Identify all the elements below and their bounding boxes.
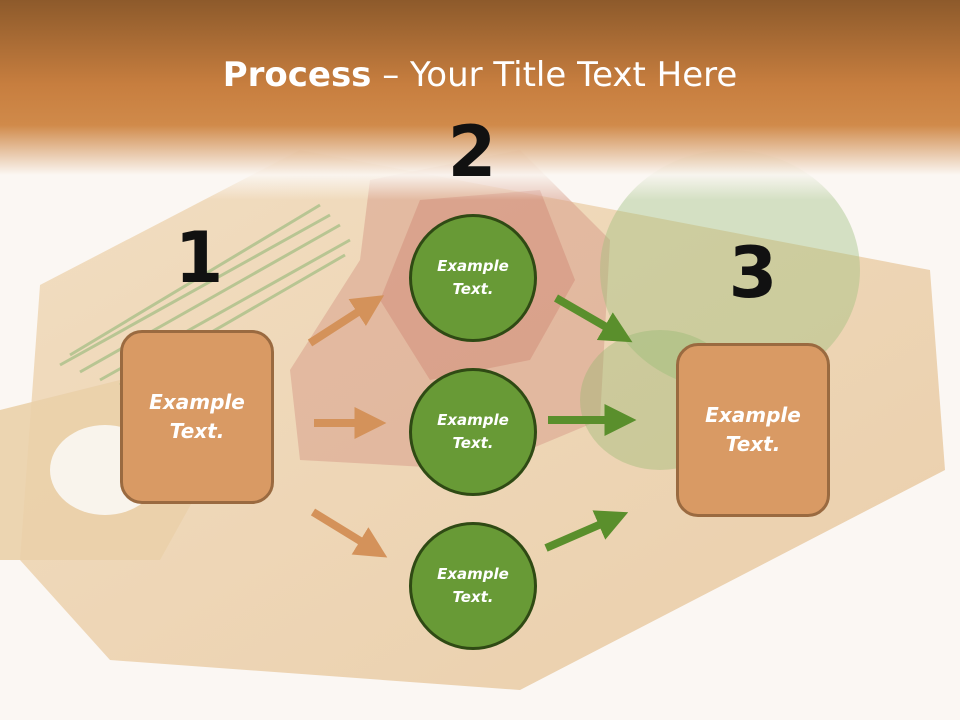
- circle-middle: Example Text.: [409, 368, 537, 496]
- left-box-line2: Text.: [169, 419, 225, 443]
- slide-title: Process – Your Title Text Here: [0, 53, 960, 97]
- step-number-2: 2: [447, 111, 497, 193]
- step-number-3: 3: [728, 232, 778, 314]
- circle-top-line2: Text.: [452, 280, 494, 298]
- circle-bottom-line1: Example: [437, 565, 509, 583]
- circle-bottom: Example Text.: [409, 522, 537, 650]
- circle-middle-line1: Example: [437, 411, 509, 429]
- left-box-line1: Example: [149, 390, 245, 414]
- circle-top-line1: Example: [437, 257, 509, 275]
- circle-middle-line2: Text.: [452, 434, 494, 452]
- step-number-1: 1: [174, 217, 224, 299]
- title-rest: – Your Title Text Here: [371, 55, 738, 95]
- circle-top: Example Text.: [409, 214, 537, 342]
- dill-herb: [600, 150, 860, 390]
- header-band: [0, 0, 960, 200]
- right-step-box: Example Text.: [676, 343, 830, 517]
- circle-bottom-line2: Text.: [452, 588, 494, 606]
- right-box-line2: Text.: [725, 432, 781, 456]
- left-step-box: Example Text.: [120, 330, 274, 504]
- title-bold: Process: [222, 55, 372, 95]
- right-box-line1: Example: [705, 403, 801, 427]
